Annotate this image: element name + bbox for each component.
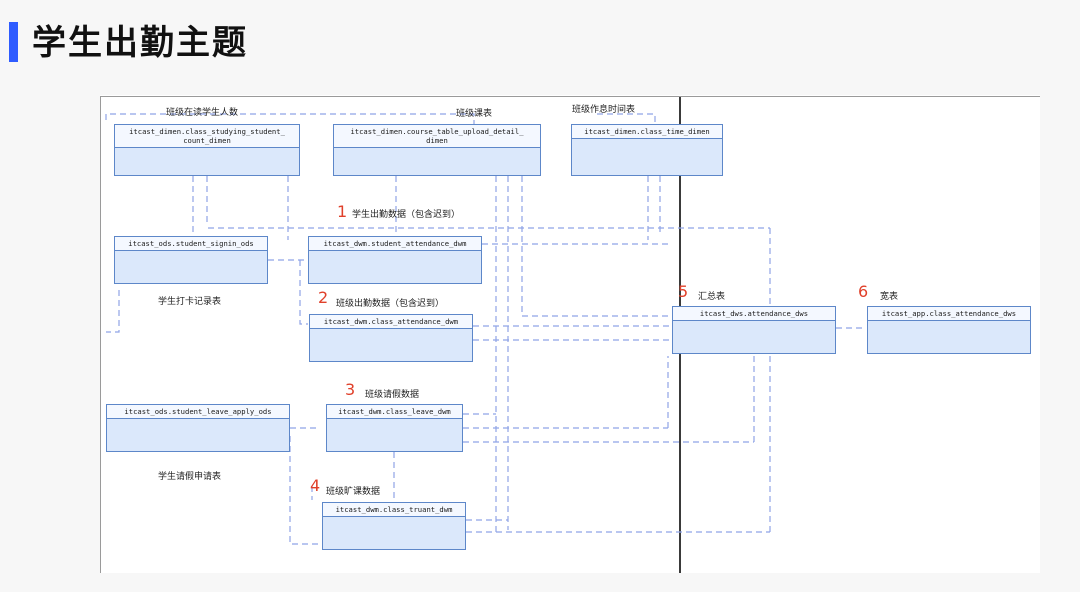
step-number-4: 4 — [310, 476, 321, 495]
table-student-leave-apply-ods: itcast_ods.student_leave_apply_ods — [106, 404, 290, 452]
label-step-1: 学生出勤数据（包含迟到） — [352, 210, 461, 220]
table-student-attendance-dwm: itcast_dwm.student_attendance_dwm — [308, 236, 482, 284]
page-title: 学生出勤主题 — [32, 23, 248, 63]
table-name: itcast_dwm.student_attendance_dwm — [309, 237, 481, 251]
step-number-6: 6 — [858, 282, 869, 301]
table-student-signin-ods: itcast_ods.student_signin_ods — [114, 236, 268, 284]
table-name: itcast_dimen.class_time_dimen — [572, 125, 722, 139]
label-course-table: 班级课表 — [456, 109, 493, 119]
label-signin-ods: 学生打卡记录表 — [158, 297, 222, 307]
label-time-dimen: 班级作息时间表 — [572, 105, 636, 115]
frame-left-line — [100, 96, 101, 573]
step-number-2: 2 — [318, 288, 329, 307]
table-name: itcast_dimen.class_studying_student_ cou… — [115, 125, 299, 148]
table-class-leave-dwm: itcast_dwm.class_leave_dwm — [326, 404, 463, 452]
table-name: itcast_dwm.class_truant_dwm — [323, 503, 465, 517]
table-course-table-dimen: itcast_dimen.course_table_upload_detail_… — [333, 124, 541, 176]
table-name: itcast_dwm.class_attendance_dwm — [310, 315, 472, 329]
label-step-5: 汇总表 — [698, 292, 726, 302]
table-class-truant-dwm: itcast_dwm.class_truant_dwm — [322, 502, 466, 550]
label-studying-count: 班级在读学生人数 — [166, 108, 239, 118]
label-step-6: 宽表 — [880, 292, 899, 302]
table-name: itcast_dwm.class_leave_dwm — [327, 405, 462, 419]
label-step-4: 班级旷课数据 — [326, 487, 381, 497]
table-class-studying-count-dimen: itcast_dimen.class_studying_student_ cou… — [114, 124, 300, 176]
table-attendance-dws: itcast_dws.attendance_dws — [672, 306, 836, 354]
title-accent-bar — [9, 22, 18, 62]
table-name: itcast_app.class_attendance_dws — [868, 307, 1030, 321]
table-class-attendance-dwm: itcast_dwm.class_attendance_dwm — [309, 314, 473, 362]
step-number-3: 3 — [345, 380, 356, 399]
step-number-5: 5 — [678, 282, 689, 301]
table-name: itcast_dimen.course_table_upload_detail_… — [334, 125, 540, 148]
step-number-1: 1 — [337, 202, 348, 221]
table-class-attendance-app: itcast_app.class_attendance_dws — [867, 306, 1031, 354]
table-name: itcast_ods.student_leave_apply_ods — [107, 405, 289, 419]
table-name: itcast_dws.attendance_dws — [673, 307, 835, 321]
label-leave-apply-ods: 学生请假申请表 — [158, 472, 222, 482]
frame-top-line — [100, 96, 1040, 97]
label-step-2: 班级出勤数据（包含迟到） — [336, 299, 445, 309]
table-name: itcast_ods.student_signin_ods — [115, 237, 267, 251]
label-step-3: 班级请假数据 — [365, 390, 420, 400]
table-class-time-dimen: itcast_dimen.class_time_dimen — [571, 124, 723, 176]
